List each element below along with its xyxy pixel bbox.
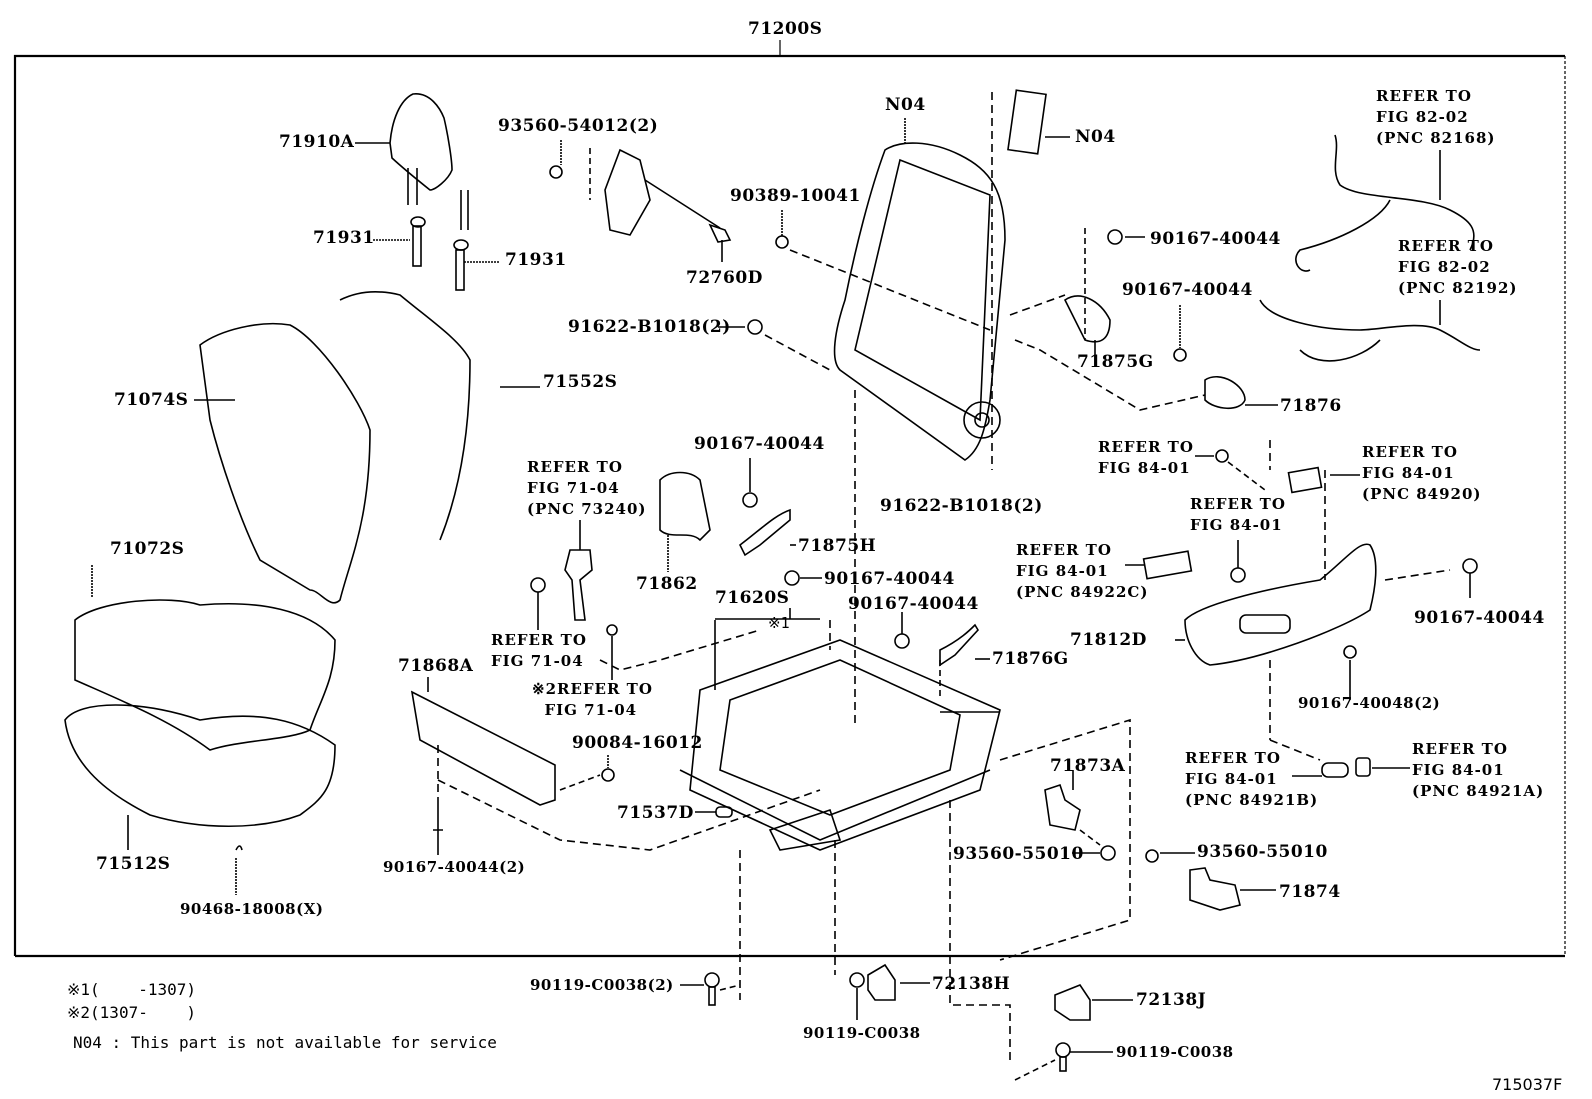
part-label-cover-71876g[interactable]: 71876G	[992, 649, 1069, 669]
reference-note-84921b[interactable]: REFER TO FIG 84-01 (PNC 84921B)	[1185, 749, 1319, 809]
part-label-cover-71876[interactable]: 71876	[1280, 396, 1342, 416]
bottom-bolts-drawing	[680, 963, 1133, 1081]
part-label-bracket-71874[interactable]: 71874	[1279, 882, 1341, 902]
seat-adjuster-drawing	[599, 608, 1131, 1060]
marker-note-1: ※1	[768, 614, 790, 632]
part-label-back-frame-n04[interactable]: N04	[885, 95, 926, 115]
part-label-hog-ring[interactable]: 90468-18008(X)	[180, 900, 324, 918]
seat-cushion-drawing	[64, 565, 336, 895]
right-side-parts-drawing	[1009, 134, 1481, 411]
reference-note-82168[interactable]: REFER TO FIG 82-02 (PNC 82168)	[1376, 87, 1496, 147]
part-label-bolt[interactable]: 90119-C0038	[1116, 1043, 1234, 1061]
part-label-screw[interactable]: 90084-16012	[572, 733, 703, 753]
part-label-shield-inner[interactable]: 71868A	[398, 656, 474, 676]
part-label-airbag-n04[interactable]: N04	[1075, 127, 1116, 147]
reference-note-84-01[interactable]: REFER TO FIG 84-01	[1190, 495, 1286, 534]
part-label-bolt[interactable]: 90119-C0038	[803, 1024, 921, 1042]
part-label-headrest-guide[interactable]: 71931	[505, 250, 567, 270]
shield-outer-drawing	[1125, 440, 1478, 778]
reference-note-84-01[interactable]: REFER TO FIG 84-01	[1098, 438, 1194, 477]
part-label-screw[interactable]: 90167-40044	[1414, 608, 1545, 628]
part-label-headrest-guide[interactable]: 71931	[313, 228, 375, 248]
part-label-screw[interactable]: 90167-40044	[824, 569, 955, 589]
footnote-n04: N04 : This part is not available for ser…	[73, 1033, 497, 1052]
footnote-1: ※1( -1307)	[67, 980, 196, 999]
reference-note-84920[interactable]: REFER TO FIG 84-01 (PNC 84920)	[1362, 443, 1482, 503]
recliner-mechanism-drawing	[549, 140, 991, 371]
part-label-back-pad[interactable]: 71552S	[543, 372, 618, 392]
part-label-cable-clip[interactable]: 90389-10041	[730, 186, 861, 206]
part-label-cover-71875g[interactable]: 71875G	[1077, 352, 1154, 372]
part-label-cap[interactable]: 71537D	[617, 803, 694, 823]
part-label-screw[interactable]: 90167-40044	[1150, 229, 1281, 249]
part-label-screw[interactable]: 90167-40044	[694, 434, 825, 454]
reference-note-71-04[interactable]: REFER TO FIG 71-04	[491, 631, 587, 670]
reference-note-73240[interactable]: REFER TO FIG 71-04 (PNC 73240)	[527, 458, 647, 518]
reference-note-84921a[interactable]: REFER TO FIG 84-01 (PNC 84921A)	[1412, 740, 1545, 800]
part-label-back-cover[interactable]: 71074S	[114, 390, 189, 410]
part-label-bracket-71873a[interactable]: 71873A	[1050, 756, 1126, 776]
part-label-cushion-cover[interactable]: 71072S	[110, 539, 185, 559]
seat-back-drawing	[194, 290, 540, 604]
part-label-screw[interactable]: 90167-40048(2)	[1298, 694, 1441, 712]
seat-back-frame-drawing	[833, 89, 1070, 725]
part-label-belt-guide[interactable]: 71862	[636, 574, 698, 594]
part-label-adjuster[interactable]: 71620S	[715, 588, 790, 608]
belt-and-covers-drawing	[530, 458, 990, 700]
figure-id: 715037F	[1492, 1075, 1563, 1094]
part-label-cushion-pad[interactable]: 71512S	[96, 854, 171, 874]
part-label-cover-72138j[interactable]: 72138J	[1136, 990, 1207, 1010]
reference-note-82192[interactable]: REFER TO FIG 82-02 (PNC 82192)	[1398, 237, 1518, 297]
part-label-frame-bolt[interactable]: 91622-B1018(2)	[568, 317, 731, 337]
reference-note-84922c[interactable]: REFER TO FIG 84-01 (PNC 84922C)	[1016, 541, 1149, 601]
part-label-cover-71875h[interactable]: 71875H	[798, 536, 877, 556]
shield-inner-drawing	[410, 677, 821, 855]
part-label-recliner-cable[interactable]: 72760D	[686, 268, 763, 288]
part-label-headrest[interactable]: 71910A	[279, 132, 355, 152]
part-label-cover-72138h[interactable]: 72138H	[932, 974, 1011, 994]
brackets-drawing	[1044, 770, 1276, 911]
reference-note-71-04-mark2[interactable]: ※2REFER TO FIG 71-04	[532, 680, 653, 719]
headrest-drawing	[355, 93, 500, 291]
part-label-screw[interactable]: 90167-40044	[1122, 280, 1253, 300]
assembly-frame	[13, 40, 1566, 958]
part-label-screw[interactable]: 90167-40044(2)	[383, 858, 526, 876]
part-label-screw[interactable]: 93560-55010	[1197, 842, 1328, 862]
footnote-2: ※2(1307- )	[67, 1003, 196, 1022]
part-label-bolt[interactable]: 90119-C0038(2)	[530, 976, 674, 994]
assembly-label[interactable]: 71200S	[748, 19, 823, 39]
part-label-screw[interactable]: 90167-40044	[848, 594, 979, 614]
part-label-shield-outer[interactable]: 71812D	[1070, 630, 1147, 650]
part-label-recliner-screw[interactable]: 93560-54012(2)	[498, 116, 659, 136]
part-label-screw[interactable]: 93560-55010	[953, 844, 1084, 864]
part-label-frame-bolt[interactable]: 91622-B1018(2)	[880, 496, 1043, 516]
